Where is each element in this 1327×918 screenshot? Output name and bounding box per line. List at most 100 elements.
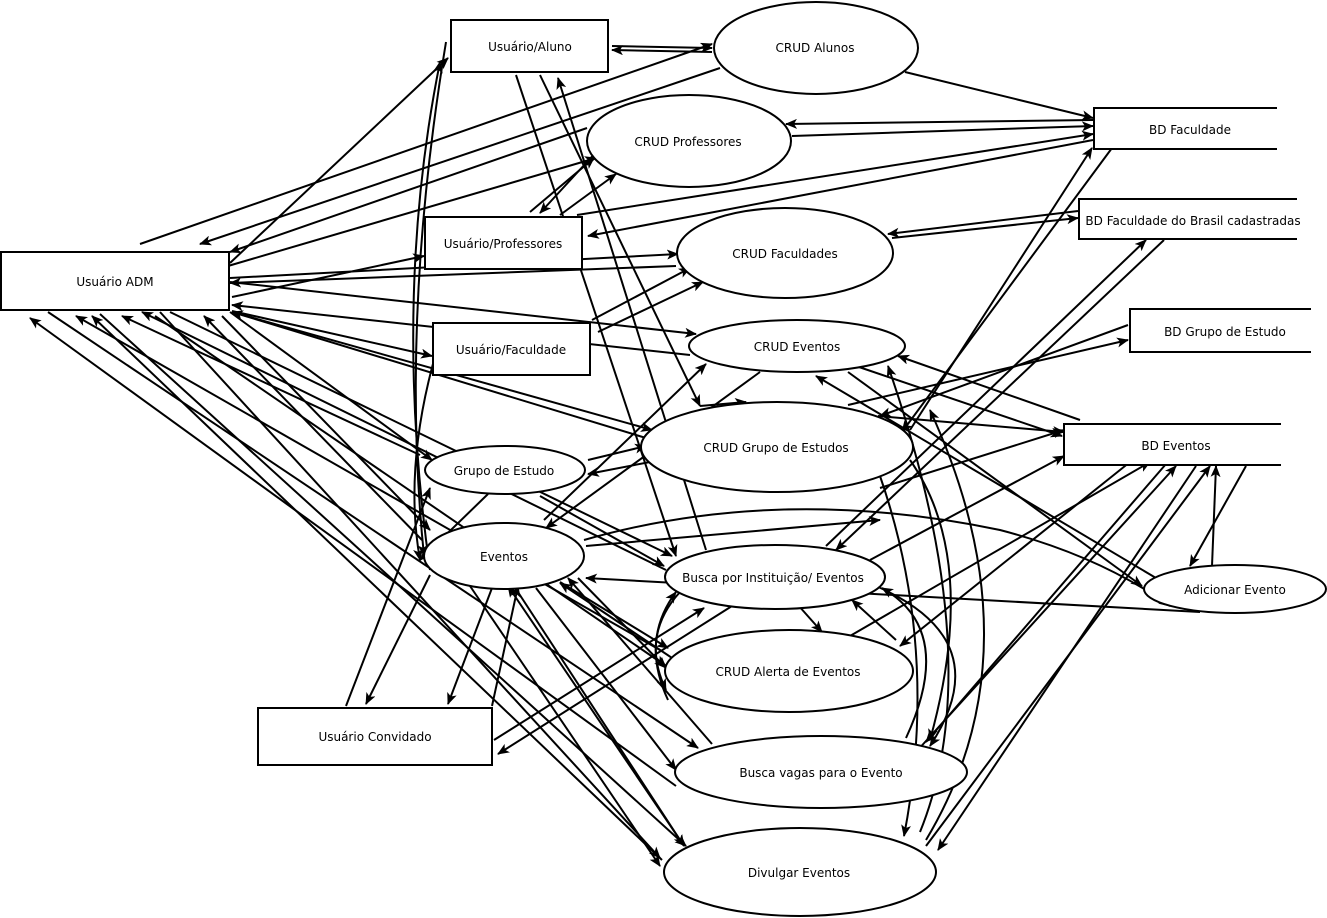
node-label: Usuário/Faculdade xyxy=(456,343,566,357)
edge xyxy=(875,585,957,747)
node-busca-vagas-para-o-evento[interactable]: Busca vagas para o Evento xyxy=(674,735,968,809)
edge xyxy=(543,363,707,521)
edge xyxy=(141,311,667,571)
store-bd-faculdade[interactable]: BD Faculdade xyxy=(1093,107,1277,150)
node-label: Divulgar Eventos xyxy=(748,866,850,880)
edge xyxy=(587,461,651,477)
node-label: BD Eventos xyxy=(1141,439,1210,453)
node-label: CRUD Alunos xyxy=(776,41,855,55)
edge xyxy=(899,461,1131,647)
edge xyxy=(229,265,677,288)
node-label: BD Faculdade xyxy=(1149,123,1231,137)
edge xyxy=(231,310,433,359)
edge xyxy=(493,607,705,741)
node-crud-alunos[interactable]: CRUD Alunos xyxy=(713,1,919,95)
edge xyxy=(513,585,685,847)
node-busca-por-instituicao-eventos[interactable]: Busca por Instituição/ Eventos xyxy=(664,544,886,610)
edge xyxy=(412,61,443,571)
edge xyxy=(849,461,1151,637)
edge xyxy=(535,587,677,771)
edge xyxy=(585,515,881,547)
edge xyxy=(583,508,1171,607)
edge xyxy=(897,354,1081,421)
edge xyxy=(591,267,691,321)
node-eventos[interactable]: Eventos xyxy=(423,522,585,590)
node-crud-eventos[interactable]: CRUD Eventos xyxy=(688,319,906,373)
edge xyxy=(539,149,599,214)
edge xyxy=(91,315,663,861)
node-adicionar-evento[interactable]: Adicionar Evento xyxy=(1143,564,1327,614)
edge xyxy=(229,311,433,461)
node-crud-faculdades[interactable]: CRUD Faculdades xyxy=(676,207,894,299)
edge xyxy=(925,465,1211,847)
node-usuario-adm[interactable]: Usuário ADM xyxy=(0,251,230,311)
node-label: BD Faculdade do Brasil cadastradas xyxy=(1085,214,1300,228)
node-label: Grupo de Estudo xyxy=(454,464,555,478)
edge xyxy=(901,147,1113,433)
node-crud-grupo-de-estudos[interactable]: CRUD Grupo de Estudos xyxy=(640,401,914,493)
edge xyxy=(881,587,928,739)
store-bd-eventos[interactable]: BD Eventos xyxy=(1063,423,1281,466)
node-label: Adicionar Evento xyxy=(1184,583,1286,597)
edge xyxy=(413,359,435,561)
node-label: CRUD Professores xyxy=(634,135,741,149)
node-label: CRUD Faculdades xyxy=(732,247,837,261)
edge xyxy=(539,495,665,567)
edge xyxy=(699,397,747,408)
edge xyxy=(515,74,678,557)
edge xyxy=(611,42,713,53)
edge xyxy=(229,57,449,264)
edge xyxy=(851,599,897,641)
node-grupo-de-estudo[interactable]: Grupo de Estudo xyxy=(424,445,586,495)
node-usuario-aluno[interactable]: Usuário/Aluno xyxy=(450,19,609,73)
edge xyxy=(539,74,701,407)
node-label: CRUD Eventos xyxy=(754,340,841,354)
edge xyxy=(447,587,493,705)
edge xyxy=(847,337,1129,406)
edge xyxy=(29,317,677,787)
edge xyxy=(576,130,1094,216)
edge xyxy=(559,173,617,216)
edge xyxy=(159,311,661,859)
store-bd-faculdade-do-brasil[interactable]: BD Faculdade do Brasil cadastradas xyxy=(1078,198,1301,240)
edge xyxy=(365,574,431,705)
edge xyxy=(229,281,697,338)
edge xyxy=(879,324,1129,417)
node-crud-alerta-de-eventos[interactable]: CRUD Alerta de Eventos xyxy=(664,629,914,713)
edge xyxy=(587,443,647,461)
edge xyxy=(904,71,1094,121)
node-usuario-convidado[interactable]: Usuário Convidado xyxy=(257,707,493,766)
node-usuario-professores[interactable]: Usuário/Professores xyxy=(424,216,583,270)
edge xyxy=(231,253,425,298)
edges-layer xyxy=(29,41,1247,867)
edge xyxy=(611,45,713,56)
store-bd-grupo-de-estudo[interactable]: BD Grupo de Estudo xyxy=(1129,308,1311,353)
edge xyxy=(99,313,687,847)
edge xyxy=(909,147,1093,431)
node-usuario-faculdade[interactable]: Usuário/Faculdade xyxy=(432,322,591,376)
node-label: Usuário ADM xyxy=(76,275,153,289)
node-label: CRUD Grupo de Estudos xyxy=(703,441,848,455)
node-label: Busca por Instituição/ Eventos xyxy=(682,571,864,585)
edge xyxy=(597,281,704,333)
node-crud-professores[interactable]: CRUD Professores xyxy=(586,94,792,188)
edge xyxy=(567,577,713,745)
edge xyxy=(887,210,1079,238)
edge xyxy=(577,577,667,669)
edge xyxy=(877,415,1065,437)
edge xyxy=(1210,465,1221,567)
edge xyxy=(229,127,588,254)
node-label: BD Grupo de Estudo xyxy=(1164,325,1286,339)
node-label: CRUD Alerta de Eventos xyxy=(715,665,860,679)
edge xyxy=(497,605,733,755)
edge xyxy=(469,585,661,867)
edge xyxy=(199,67,721,246)
edge xyxy=(791,121,1094,137)
edge xyxy=(75,315,661,651)
node-divulgar-eventos[interactable]: Divulgar Eventos xyxy=(663,827,937,917)
edge xyxy=(1189,465,1247,567)
edge xyxy=(227,156,597,267)
edge xyxy=(203,315,423,541)
edge xyxy=(847,371,1143,587)
